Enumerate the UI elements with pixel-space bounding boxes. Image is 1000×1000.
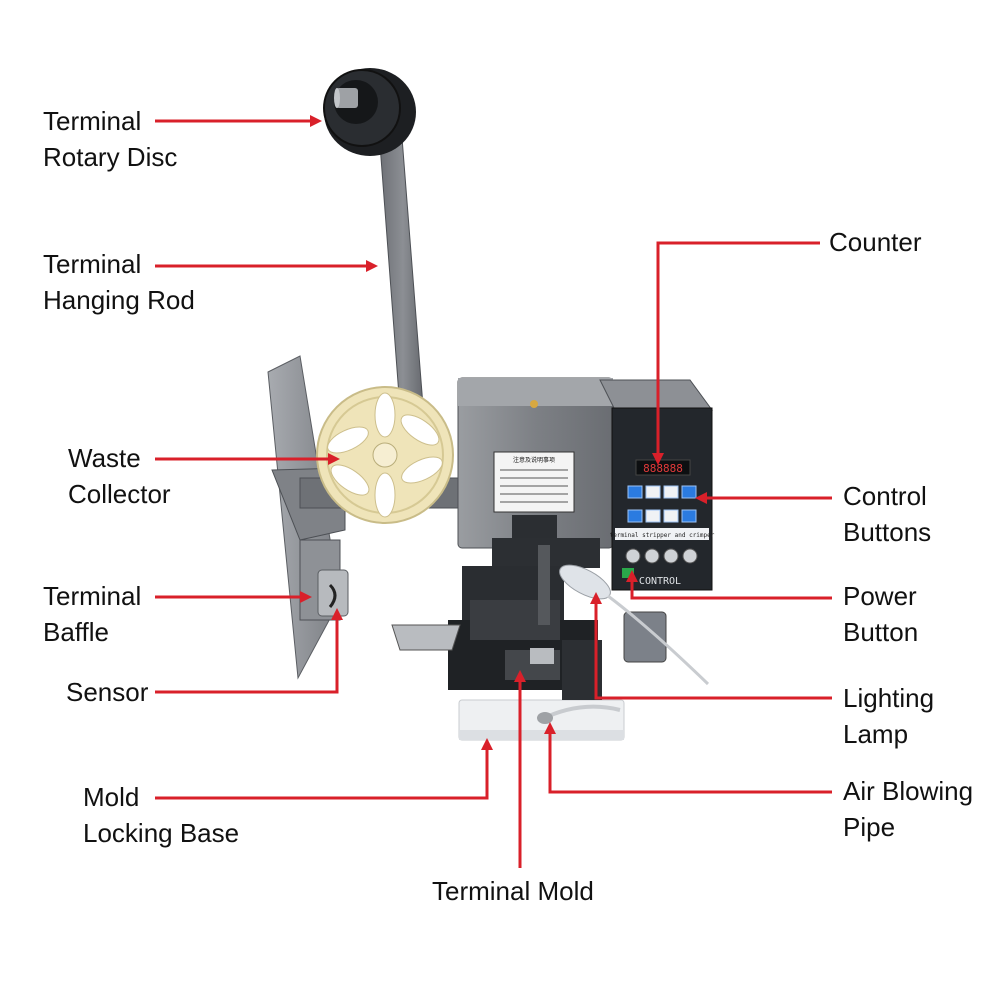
label-line: Terminal: [43, 106, 142, 136]
label-line: Lamp: [843, 719, 909, 749]
label-power-button: Power Button: [843, 578, 918, 650]
notice-title: 注意及说明事项: [513, 456, 555, 464]
machine-body: 注意及说明事项: [457, 377, 614, 549]
waste-collector: [316, 386, 454, 524]
label-counter: Counter: [829, 224, 922, 260]
label-line: Lighting: [843, 683, 935, 713]
brand-text: CONTROL: [639, 576, 681, 587]
terminal-rotary-disc: [323, 68, 416, 156]
label-line: Terminal: [43, 249, 142, 279]
label-terminal-rotary-disc: Terminal Rotary Disc: [43, 103, 177, 175]
arrow-mold-locking-base: [155, 748, 489, 800]
label-terminal-baffle: Terminal Baffle: [43, 578, 141, 650]
label-line: Terminal Mold: [432, 876, 594, 906]
lighting-lamp: [559, 564, 710, 686]
arrow-lighting-lamp: [594, 602, 832, 700]
control-box: 888888 terminal stripper and crimper: [599, 379, 715, 591]
label-line: Baffle: [43, 617, 110, 647]
label-line: Terminal: [43, 581, 142, 611]
label-terminal-hanging-rod: Terminal Hanging Rod: [43, 246, 195, 318]
air-blowing-pipe-shape: [537, 704, 621, 724]
arrow-heads: [300, 115, 707, 750]
label-line: Counter: [829, 227, 922, 257]
label-line: Sensor: [66, 677, 149, 707]
arrow-air-blowing-pipe: [548, 732, 832, 794]
label-line: Air Blowing: [843, 776, 974, 806]
label-line: Hanging Rod: [43, 285, 195, 315]
label-line: Button: [843, 617, 919, 647]
crimping-mechanism: [391, 538, 602, 700]
counter-display: 888888: [643, 462, 683, 475]
label-terminal-mold: Terminal Mold: [432, 873, 594, 909]
arrow-sensor: [155, 618, 339, 694]
annotation-arrows: [155, 119, 832, 868]
label-mold-locking-base: Mold Locking Base: [83, 779, 239, 851]
arrow-counter: [656, 241, 820, 455]
label-line: Buttons: [843, 517, 932, 547]
label-air-blowing-pipe: Air Blowing Pipe: [843, 773, 973, 845]
label-line: Control: [843, 481, 927, 511]
label-control-buttons: Control Buttons: [843, 478, 931, 550]
label-line: Locking Base: [83, 818, 240, 848]
sensor: [317, 569, 349, 617]
foot-pedal: [623, 611, 667, 663]
label-sensor: Sensor: [66, 674, 148, 710]
label-line: Waste: [68, 443, 141, 473]
label-lighting-lamp: Lighting Lamp: [843, 680, 934, 752]
label-line: Pipe: [843, 812, 896, 842]
label-line: Mold: [83, 782, 140, 812]
label-line: Rotary Disc: [43, 142, 178, 172]
arrow-power-button: [630, 580, 832, 600]
panel-subtitle: terminal stripper and crimper: [610, 532, 715, 539]
label-waste-collector: Waste Collector: [68, 440, 171, 512]
terminal-baffle: [267, 355, 346, 680]
label-line: Power: [843, 581, 917, 611]
label-line: Collector: [68, 479, 171, 509]
